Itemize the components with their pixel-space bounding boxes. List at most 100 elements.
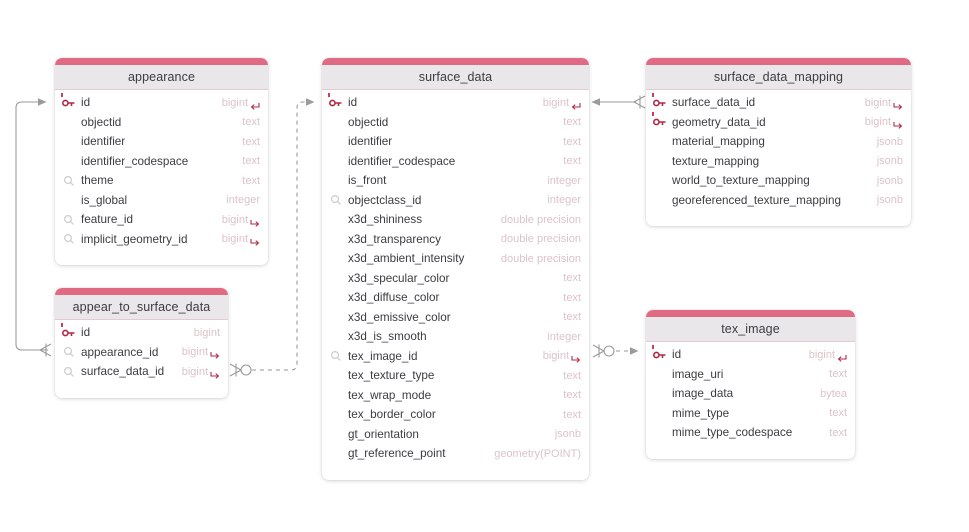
table-accent-bar [55, 288, 228, 295]
incoming-ref-arrow-icon [571, 98, 581, 110]
column-type: bytea [820, 387, 847, 400]
table-columns: surface_data_id bigint geometry_data_id … [646, 90, 911, 226]
column-row[interactable]: tex_wrap_mode text [322, 386, 589, 406]
column-type: jsonb [876, 194, 903, 207]
column-name: surface_data_id [81, 365, 165, 379]
column-row[interactable]: mime_type_codespace text [646, 423, 855, 443]
column-row[interactable]: gt_orientation jsonb [322, 425, 589, 445]
column-row[interactable]: georeferenced_texture_mapping jsonb [646, 191, 911, 211]
column-type: text [563, 311, 581, 324]
table-tex-image[interactable]: tex_image id bigint image_uri text image… [646, 310, 855, 459]
column-row[interactable]: surface_data_id bigint [646, 92, 911, 113]
column-marker-none [652, 387, 668, 401]
column-row[interactable]: gt_reference_point geometry(POINT) [322, 444, 589, 464]
column-name: id [81, 96, 91, 110]
index-search-icon [61, 345, 77, 359]
column-row[interactable]: image_uri text [646, 365, 855, 385]
column-row[interactable]: id bigint [55, 322, 228, 343]
incoming-ref-arrow-icon [250, 98, 260, 110]
column-row[interactable]: appearance_id bigint [55, 343, 228, 363]
column-marker-none [328, 369, 344, 383]
column-type: bigint [221, 233, 248, 246]
column-row[interactable]: texture_mapping jsonb [646, 152, 911, 172]
column-name: world_to_texture_mapping [672, 174, 810, 188]
column-type: text [242, 155, 260, 168]
column-row[interactable]: x3d_specular_color text [322, 269, 589, 289]
column-row[interactable]: is_global integer [55, 191, 268, 211]
column-name: identifier_codespace [348, 154, 456, 168]
column-row[interactable]: image_data bytea [646, 384, 855, 404]
column-type: jsonb [876, 174, 903, 187]
column-row[interactable]: surface_data_id bigint [55, 362, 228, 382]
column-row[interactable]: material_mapping jsonb [646, 132, 911, 152]
outgoing-fk-arrow-icon [210, 347, 220, 360]
table-header[interactable]: surface_data [322, 65, 589, 90]
table-appearance[interactable]: appearance id bigint objectid text ident… [55, 58, 268, 265]
pk-key-icon [328, 92, 344, 110]
column-row[interactable]: objectid text [55, 113, 268, 133]
table-accent-bar [55, 58, 268, 65]
column-name: id [672, 348, 682, 362]
table-surface-data-mapping[interactable]: surface_data_mapping surface_data_id big… [646, 58, 911, 226]
column-name: is_front [348, 174, 387, 188]
column-type: double precision [500, 213, 581, 226]
column-marker-none [328, 232, 344, 246]
column-row[interactable]: tex_border_color text [322, 405, 589, 425]
column-type: text [829, 407, 847, 420]
column-row[interactable]: tex_image_id bigint [322, 347, 589, 367]
column-marker-none [328, 388, 344, 402]
table-header[interactable]: tex_image [646, 317, 855, 342]
column-row[interactable]: identifier text [322, 132, 589, 152]
column-marker-none [61, 115, 77, 129]
table-surface-data[interactable]: surface_data id bigint objectid text ide… [322, 58, 589, 480]
column-row[interactable]: x3d_emissive_color text [322, 308, 589, 328]
table-header[interactable]: appear_to_surface_data [55, 295, 228, 320]
column-type: text [242, 135, 260, 148]
column-marker-none [328, 330, 344, 344]
column-row[interactable]: id bigint [55, 92, 268, 113]
column-type: text [563, 135, 581, 148]
column-row[interactable]: objectid text [322, 113, 589, 133]
column-row[interactable]: tex_texture_type text [322, 366, 589, 386]
table-title: appearance [127, 70, 196, 84]
column-row[interactable]: geometry_data_id bigint [646, 112, 911, 133]
column-marker-none [61, 154, 77, 168]
column-marker-none [652, 426, 668, 440]
column-type: text [563, 291, 581, 304]
column-row[interactable]: identifier text [55, 132, 268, 152]
column-row[interactable]: id bigint [322, 92, 589, 113]
table-header[interactable]: appearance [55, 65, 268, 90]
column-type: text [563, 389, 581, 402]
column-row[interactable]: x3d_transparency double precision [322, 230, 589, 250]
column-row[interactable]: theme text [55, 171, 268, 191]
column-row[interactable]: x3d_is_smooth integer [322, 327, 589, 347]
column-row[interactable]: feature_id bigint [55, 210, 268, 230]
column-name: mime_type [672, 406, 730, 420]
column-type: bigint [193, 326, 220, 339]
column-row[interactable]: mime_type text [646, 404, 855, 424]
column-name: appearance_id [81, 345, 159, 359]
column-row[interactable]: identifier_codespace text [322, 152, 589, 172]
column-name: is_global [81, 193, 128, 207]
column-name: x3d_shininess [348, 213, 423, 227]
column-row[interactable]: is_front integer [322, 171, 589, 191]
table-columns: id bigint objectid text identifier text … [55, 90, 268, 265]
column-type: text [242, 174, 260, 187]
column-marker-none [328, 154, 344, 168]
column-marker-none [652, 154, 668, 168]
column-row[interactable]: identifier_codespace text [55, 152, 268, 172]
pk-key-icon [652, 112, 668, 129]
column-row[interactable]: x3d_ambient_intensity double precision [322, 249, 589, 269]
column-type: integer [547, 174, 581, 187]
column-row[interactable]: world_to_texture_mapping jsonb [646, 171, 911, 191]
table-title: appear_to_surface_data [72, 300, 211, 314]
column-row[interactable]: id bigint [646, 344, 855, 365]
column-name: image_uri [672, 367, 724, 381]
table-columns: id bigint objectid text identifier text … [322, 90, 589, 480]
table-appear-to-surface-data[interactable]: appear_to_surface_data id bigint appeara… [55, 288, 228, 398]
column-row[interactable]: implicit_geometry_id bigint [55, 230, 268, 250]
table-header[interactable]: surface_data_mapping [646, 65, 911, 90]
column-row[interactable]: x3d_diffuse_color text [322, 288, 589, 308]
column-row[interactable]: x3d_shininess double precision [322, 210, 589, 230]
column-row[interactable]: objectclass_id integer [322, 191, 589, 211]
